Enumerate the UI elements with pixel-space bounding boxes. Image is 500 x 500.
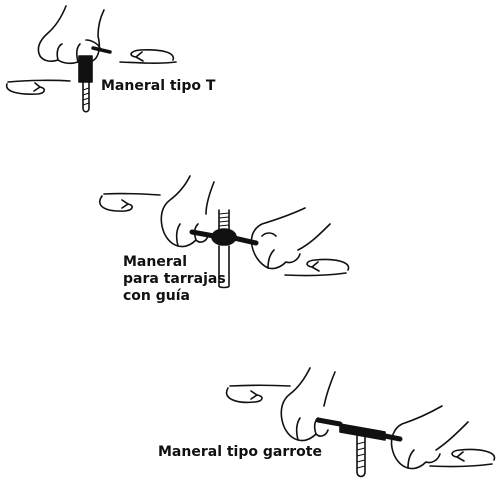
rotation-arrow-icon (5, 83, 46, 95)
tap-icon (356, 433, 366, 478)
t-handle-illustration (5, 5, 177, 113)
hand-icon (250, 207, 306, 270)
die-handle-label-line: con guía (123, 288, 190, 304)
rotation-arrow-icon (119, 61, 177, 64)
garrote-handle-label: Maneral tipo garrote (158, 444, 322, 460)
die-stock-illustration (99, 175, 350, 289)
bar-wrench-illustration (225, 367, 496, 478)
die-stock-icon (211, 228, 237, 246)
hand-icon (390, 405, 443, 470)
die-handle-label-line: para tarrajas (123, 271, 226, 287)
die-handle-label-line: Maneral (123, 254, 187, 270)
tap-icon (82, 81, 90, 113)
hand-icon (37, 5, 105, 65)
rotation-arrow-icon (99, 195, 133, 212)
hand-icon (160, 175, 209, 248)
rotation-arrow-icon (130, 49, 175, 61)
t-handle-label: Maneral tipo T (101, 78, 216, 94)
rotation-arrow-icon (451, 448, 496, 461)
rotation-arrow-icon (306, 258, 350, 271)
rotation-arrow-icon (225, 387, 263, 404)
bar-tap-wrench-icon (339, 423, 386, 441)
die-handle-label: Maneral para tarrajas con guía (123, 254, 226, 305)
hand-icon (280, 367, 329, 442)
t-handle-wrench-icon (78, 55, 93, 83)
